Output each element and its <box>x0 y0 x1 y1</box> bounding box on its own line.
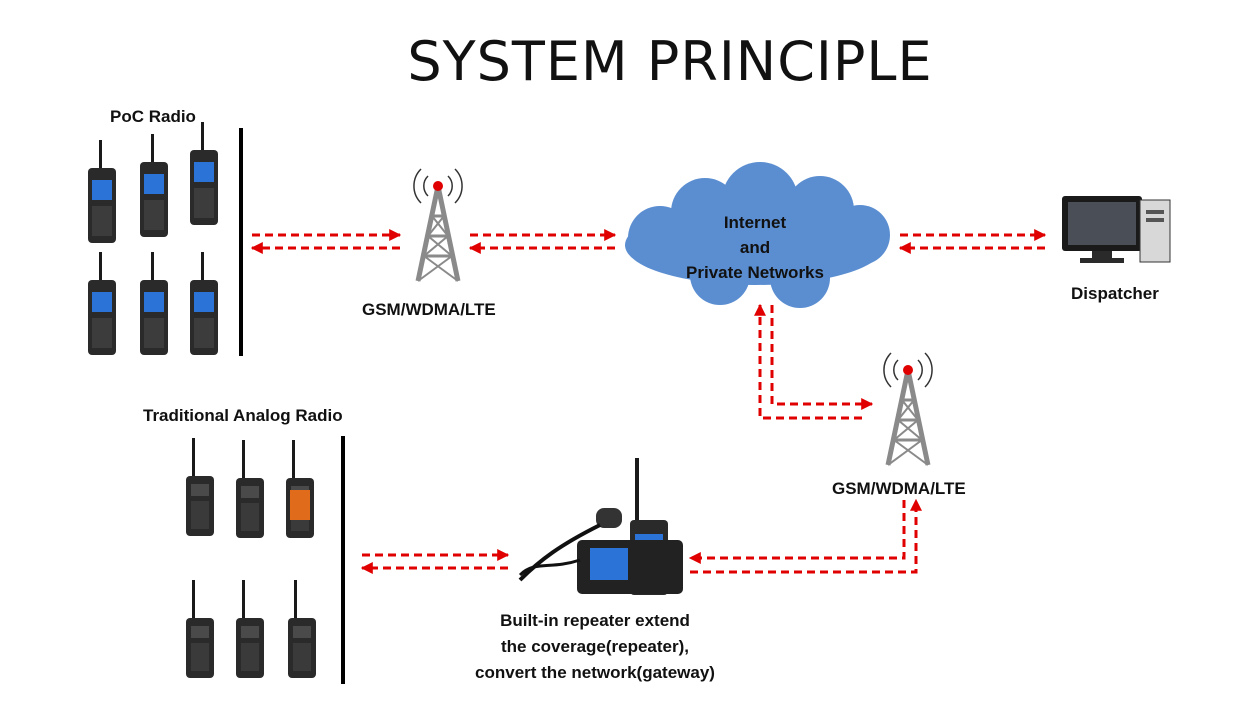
repeater-caption-line2: the coverage(repeater), <box>500 637 690 656</box>
analog-radio-3 <box>286 440 314 538</box>
cell-tower-right-icon <box>884 353 932 465</box>
arrows <box>250 229 1047 574</box>
poc-radio-3 <box>190 122 218 225</box>
poc-radio-5 <box>140 252 168 355</box>
page-title: SYSTEM PRINCIPLE <box>407 30 933 93</box>
poc-radio-group <box>88 122 218 355</box>
analog-radio-1 <box>186 438 214 536</box>
repeater-caption-line1: Built-in repeater extend <box>500 611 690 630</box>
analog-radio-6 <box>288 580 316 678</box>
poc-radio-1 <box>88 140 116 243</box>
arrow-right-tower-to-repeater <box>688 500 906 564</box>
repeater-caption-line3: convert the network(gateway) <box>475 663 715 682</box>
cloud-label-line3: Private Networks <box>686 263 824 282</box>
analog-radio-2 <box>236 440 264 538</box>
arrow-right-tower-to-cloud <box>754 303 862 420</box>
arrow-repeater-to-right-tower <box>690 498 922 574</box>
tower-top-label: GSM/WDMA/LTE <box>362 300 496 319</box>
poc-radio-label: PoC Radio <box>110 107 196 126</box>
poc-radio-2 <box>140 134 168 237</box>
arrow-cloud-to-right-tower <box>770 305 874 410</box>
analog-radio-label: Traditional Analog Radio <box>143 406 343 425</box>
cell-tower-top-icon <box>414 169 462 281</box>
cloud-label: Internet and Private Networks <box>660 210 850 285</box>
dispatcher-computer-icon <box>1062 196 1171 263</box>
analog-radio-group <box>186 438 316 678</box>
poc-radio-4 <box>88 252 116 355</box>
cloud-label-line2: and <box>739 238 771 257</box>
analog-radio-4 <box>186 580 214 678</box>
cloud-label-line1: Internet <box>723 213 787 232</box>
internet-cloud <box>625 162 890 308</box>
tower-right-label: GSM/WDMA/LTE <box>832 479 966 498</box>
mobile-repeater-gateway-icon <box>518 458 683 595</box>
dispatcher-label: Dispatcher <box>1071 284 1159 303</box>
poc-radio-6 <box>190 252 218 355</box>
analog-radio-5 <box>236 580 264 678</box>
repeater-caption: Built-in repeater extend the coverage(re… <box>430 608 760 686</box>
